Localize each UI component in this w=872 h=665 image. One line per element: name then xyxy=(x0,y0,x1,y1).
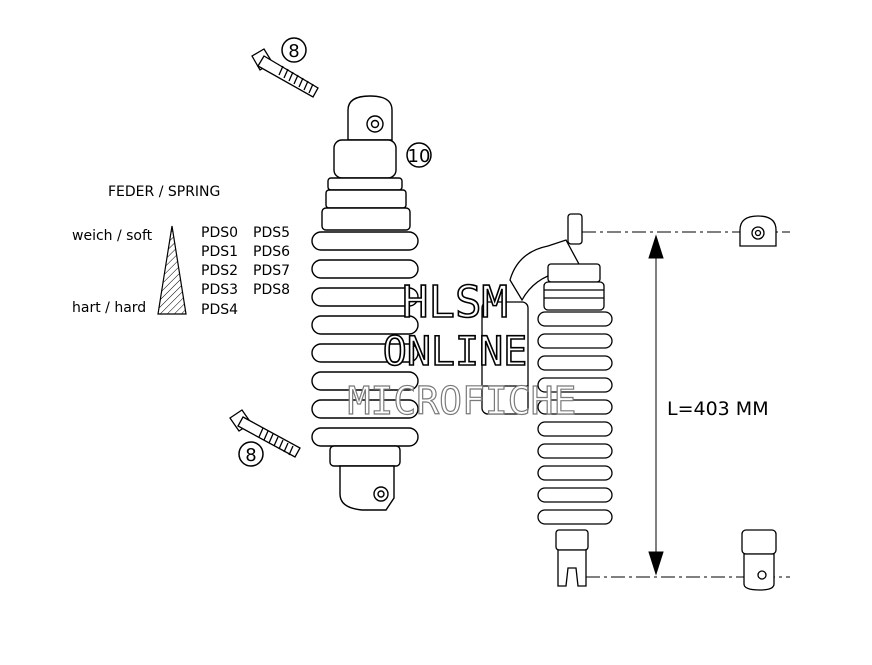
shock-spring xyxy=(311,231,419,447)
callout-shock: 10 xyxy=(406,142,432,168)
bolt-top[interactable] xyxy=(251,48,319,98)
reservoir-shock-spring xyxy=(537,311,613,525)
watermark-line3: MICROFICHE xyxy=(348,379,577,423)
spring-code: PDS7 xyxy=(253,263,290,279)
watermark-line2: ONLINE xyxy=(383,329,528,375)
hard-label: hart / hard xyxy=(72,300,146,316)
watermark: HLSM ONLINE MICROFICHE xyxy=(347,276,577,423)
hardness-wedge-icon xyxy=(157,225,187,315)
spring-code: PDS5 xyxy=(253,225,290,241)
bolt-bottom[interactable] xyxy=(229,409,301,458)
spring-code: PDS2 xyxy=(201,263,238,279)
watermark-line1: HLSM xyxy=(402,277,508,328)
spring-table: FEDER / SPRING weich / soft hart / hard … xyxy=(72,184,290,318)
soft-label: weich / soft xyxy=(72,228,153,244)
length-label: L=403 MM xyxy=(667,398,769,420)
callout-label: 8 xyxy=(288,41,299,62)
callout-label: 8 xyxy=(245,445,256,466)
spring-code: PDS0 xyxy=(201,225,238,241)
callout-bolt-bottom: 8 xyxy=(238,441,264,467)
spring-code: PDS4 xyxy=(201,302,238,318)
spring-code: PDS8 xyxy=(253,282,290,298)
spring-table-title: FEDER / SPRING xyxy=(108,184,220,200)
spring-code: PDS1 xyxy=(201,244,238,260)
spring-code: PDS3 xyxy=(201,282,238,298)
top-eye-detail xyxy=(739,215,777,247)
spring-code: PDS6 xyxy=(253,244,290,260)
callout-bolt-top: 8 xyxy=(281,37,307,63)
shock-absorber[interactable] xyxy=(311,95,419,511)
shock-with-reservoir[interactable] xyxy=(481,213,613,587)
callout-label: 10 xyxy=(408,146,431,167)
bottom-eye-detail xyxy=(741,529,777,591)
